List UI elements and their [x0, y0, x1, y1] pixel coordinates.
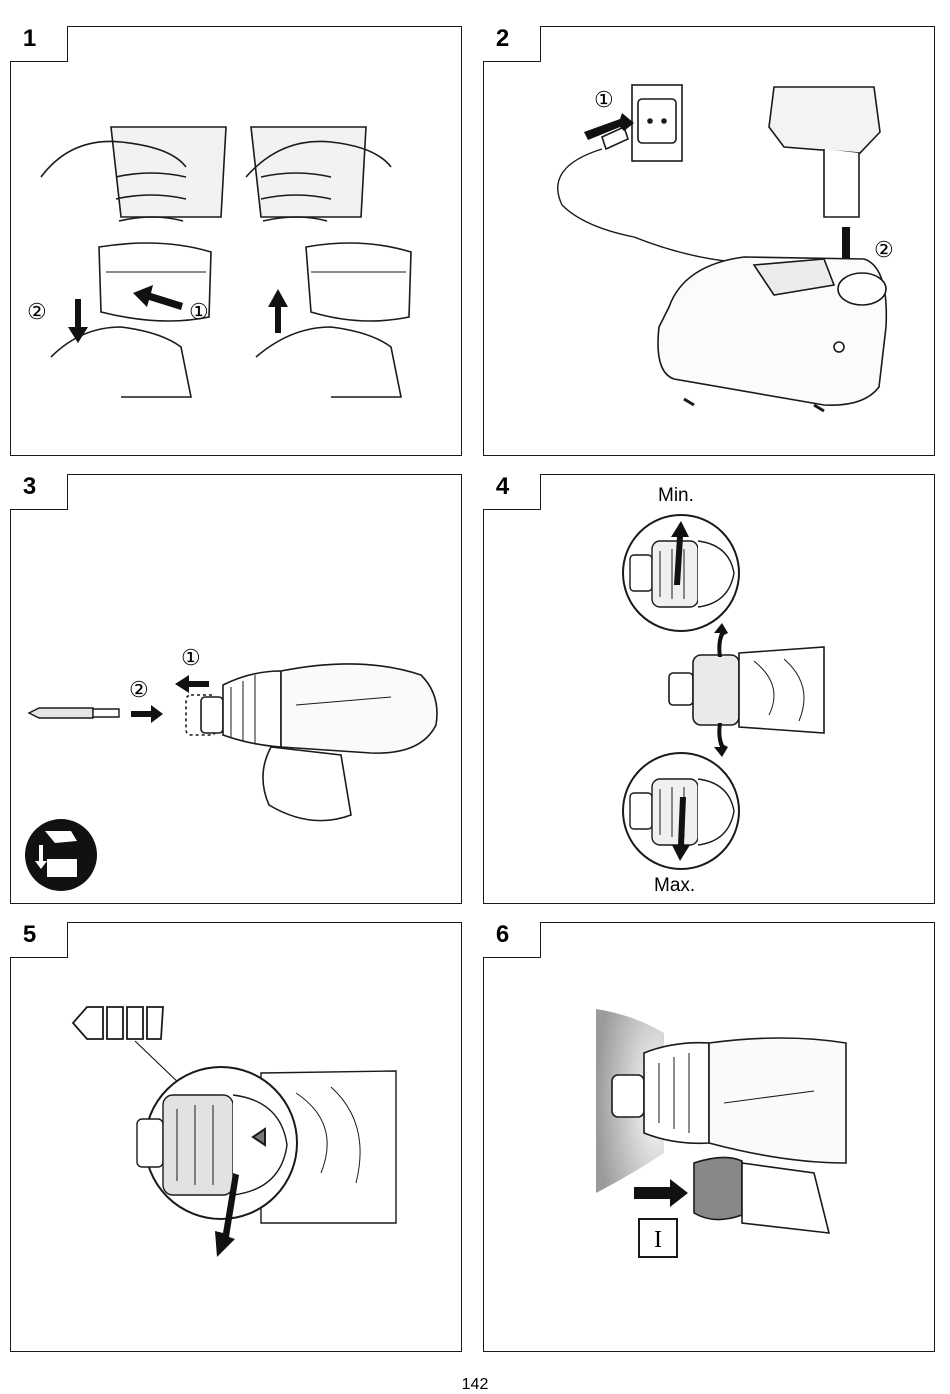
collar-pull-arrow-icon — [175, 675, 209, 693]
collar-down-arrow-icon — [714, 723, 728, 757]
screwdriver-bit-icon — [29, 708, 119, 718]
bit-insertion-illustration: ① ② — [11, 475, 463, 905]
min-label: Min. — [658, 485, 694, 506]
impact-driver-icon — [186, 664, 437, 821]
callout-2: ② — [129, 677, 149, 702]
collar-up-arrow-icon — [714, 623, 728, 657]
charging-illustration: ① ② — [484, 27, 936, 457]
step-1-panel: 1 ② ① — [10, 26, 462, 456]
step-5-panel: 5 — [10, 922, 462, 1352]
step-2-panel: 2 ① ② — [483, 26, 935, 456]
callout-1: ① — [594, 87, 614, 112]
step-4-panel: 4 Min. Max. — [483, 474, 935, 904]
torque-adjustment-illustration: Min. Max. — [484, 475, 936, 905]
page-number: 142 — [0, 1376, 950, 1394]
trigger-arrow-icon — [634, 1179, 688, 1207]
callout-1: ① — [189, 299, 209, 324]
switch-symbol: I — [639, 1219, 677, 1257]
step-3-panel: 3 ① ② — [10, 474, 462, 904]
switch-symbol-label: I — [654, 1227, 662, 1253]
battery-pack-icon — [769, 87, 880, 217]
torque-collar-detail-icon — [137, 1067, 396, 1223]
torque-collar-icon — [669, 647, 824, 733]
charger-icon — [658, 257, 886, 411]
max-label: Max. — [654, 875, 695, 896]
step-6-panel: 6 I — [483, 922, 935, 1352]
drill-mode-illustration — [11, 923, 463, 1353]
callout-2: ② — [27, 299, 47, 324]
battery-insert-arrow-icon — [268, 289, 288, 333]
drill-bit-mode-icon — [73, 1007, 163, 1039]
hand-gripping-drill-icon — [41, 127, 411, 397]
bit-insert-arrow-icon — [131, 705, 163, 723]
callout-2: ② — [874, 237, 894, 262]
remove-battery-icon — [25, 819, 97, 891]
switch-operation-illustration: I — [484, 923, 936, 1353]
power-outlet-icon — [632, 85, 682, 161]
callout-1: ① — [181, 645, 201, 670]
battery-removal-illustration: ② ① — [11, 27, 463, 457]
